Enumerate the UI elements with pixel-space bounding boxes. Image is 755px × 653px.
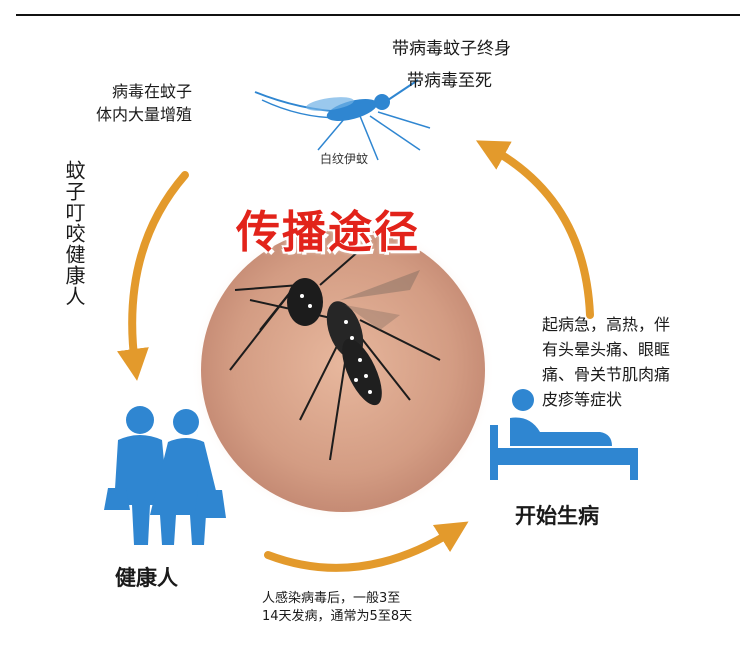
aedes-mosquito-icon bbox=[254, 79, 431, 161]
incubation-text: 人感染病毒后，一般3至 14天发病，通常为5至8天 bbox=[262, 590, 412, 626]
top-left-text-line2: 体内大量增殖 bbox=[96, 105, 193, 124]
top-right-text-line2: 带病毒至死 bbox=[407, 71, 492, 91]
symptoms-line1: 起病急，高热，伴 bbox=[542, 315, 671, 334]
top-right-text-line1: 带病毒蚊子终身 bbox=[392, 39, 511, 59]
left-vertical-text: 蚊子叮咬健康人 bbox=[62, 160, 86, 307]
sick-label: 开始生病 bbox=[515, 504, 599, 528]
cycle-arrows bbox=[117, 140, 594, 572]
healthy-people-icon bbox=[104, 406, 226, 545]
symptoms-text: 起病急，高热，伴 有头晕头痛、眼眶 痛、骨关节肌肉痛 皮疹等症状 bbox=[542, 312, 670, 412]
symptoms-line3: 痛、骨关节肌肉痛 bbox=[542, 365, 671, 384]
healthy-label: 健康人 bbox=[115, 566, 178, 590]
incubation-line1: 人感染病毒后，一般3至 bbox=[262, 591, 401, 606]
arrow-left bbox=[117, 171, 189, 381]
symptoms-line2: 有头晕头痛、眼眶 bbox=[542, 340, 671, 359]
diagram-title: 传播途径 bbox=[236, 207, 420, 258]
sick-in-bed-icon bbox=[490, 389, 638, 480]
incubation-line2: 14天发病，通常为5至8天 bbox=[262, 609, 413, 624]
mosquito-label: 白纹伊蚊 bbox=[320, 152, 369, 166]
central-mosquito-photo bbox=[191, 218, 495, 522]
arrow-top-right bbox=[475, 140, 594, 319]
top-left-text-line1: 病毒在蚊子 bbox=[112, 82, 193, 101]
arrow-bottom bbox=[264, 521, 469, 572]
symptoms-line4: 皮疹等症状 bbox=[542, 390, 623, 409]
